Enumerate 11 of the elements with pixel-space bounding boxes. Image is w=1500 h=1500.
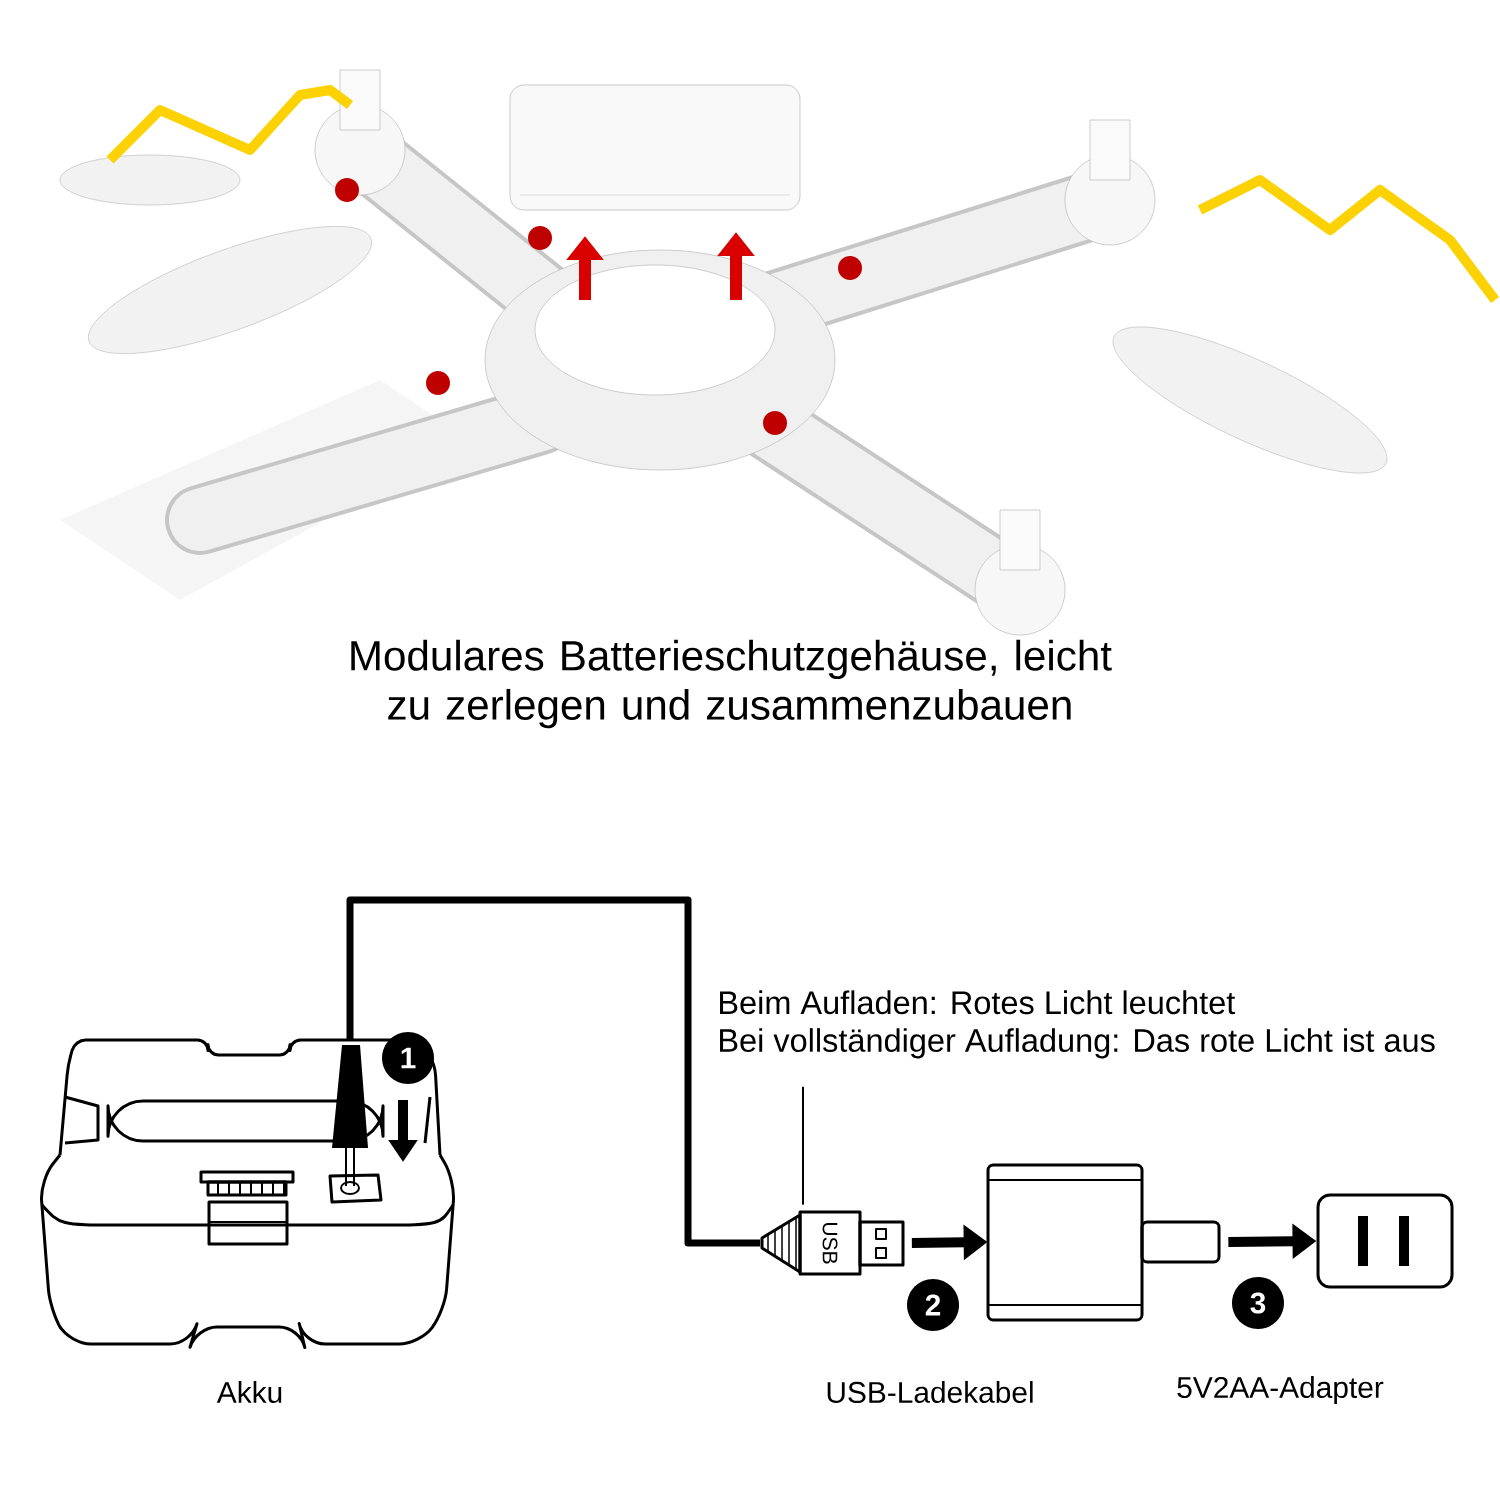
caption: Modulares Batterieschutzgehäuse, leicht zu zerlegen und zusammenzubauen	[351, 639, 1112, 729]
note-text: Beim Aufladen: Rotes Licht leuchtet Bei vollständiger Aufladung: Das rote Licht ist aus	[720, 990, 1435, 1059]
socket-drawing	[1316, 1193, 1454, 1289]
step-number: 2	[907, 1279, 959, 1331]
node-label: USB-Ladekabel	[827, 1381, 1033, 1403]
step-number: 3	[1232, 1277, 1284, 1329]
node-label: Akku	[216, 1381, 282, 1403]
cable	[346, 896, 761, 1247]
leader-line	[802, 1085, 804, 1206]
node-label: 5V2AA-Adapter	[1177, 1376, 1384, 1404]
step-number: 1	[382, 1032, 434, 1084]
